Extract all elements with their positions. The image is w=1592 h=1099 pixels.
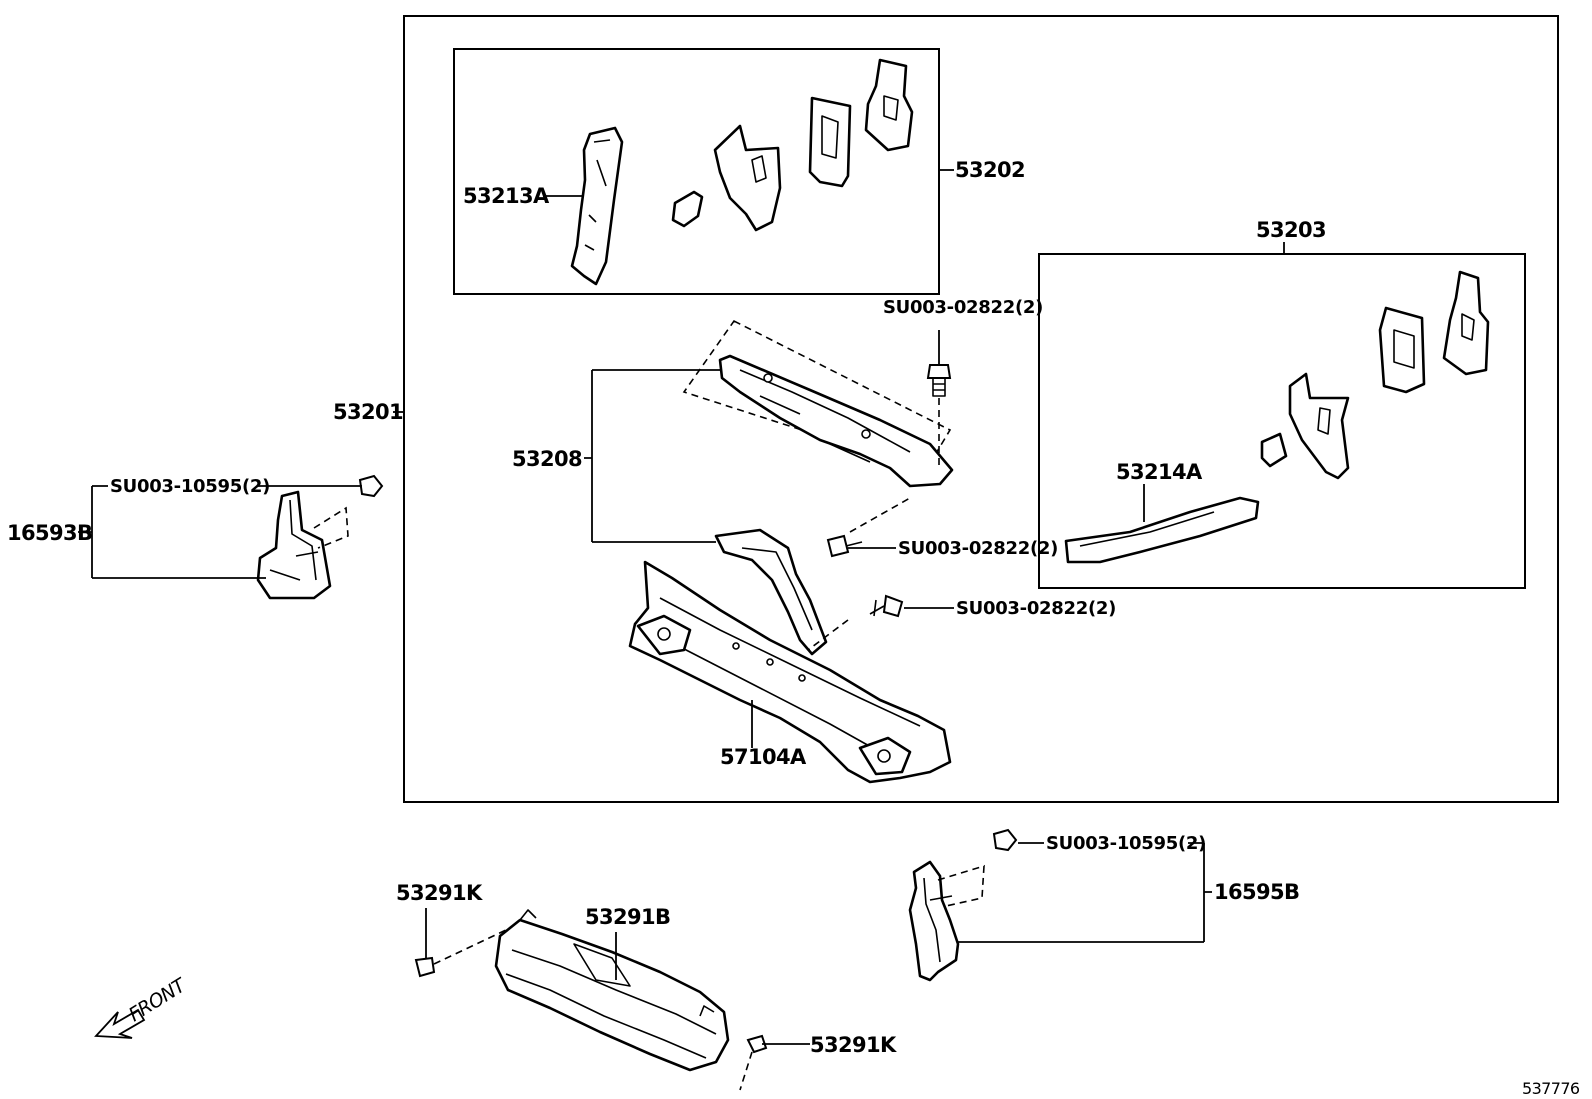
clip-53291K-top [414,956,436,978]
label-16593B: 16593B [7,521,92,545]
clip-53291K-bottom [746,1034,768,1054]
part-53291B-bracket [494,909,730,1072]
bolt-su003-02822-top [926,364,952,397]
clip-su003-10595-right [992,828,1018,852]
dash-16595B [937,864,985,907]
part-16595B-duct [908,860,960,982]
bolt-su003-02822-mid [826,534,863,558]
clip-su003-10595-left [358,474,384,498]
dash-16593B [313,506,349,549]
dash-53291K-top [433,929,507,965]
label-53291K-bottom: 53291K [810,1033,897,1057]
label-su003-10595-right: SU003-10595(2) [1046,833,1206,854]
sub-box-53203 [1038,253,1526,589]
label-57104A: 57104A [720,745,807,769]
part-53202-clip [671,190,704,228]
part-16593B-duct [256,490,332,600]
part-53203-gusset [1442,270,1490,376]
part-53213A-pillar [570,126,624,286]
label-53214A: 53214A [1116,460,1203,484]
label-su003-02822-mid: SU003-02822(2) [898,538,1058,559]
part-53203-bracket [1288,372,1350,480]
leader-53208 [584,369,722,543]
front-arrow-icon [94,1008,146,1039]
part-53202-gusset [864,58,914,152]
dash-57104A-bolt [807,619,849,651]
label-su003-02822-top: SU003-02822(2) [883,297,1043,318]
leader-16595B [958,842,1212,943]
label-53213A: 53213A [463,184,550,208]
label-su003-10595-left: SU003-10595(2) [110,476,270,497]
dash-53291K-bottom [739,1051,753,1091]
bolt-su003-02822-low [869,594,904,618]
part-53203-plate [1378,306,1426,394]
dash-mid-bolt [849,497,911,533]
part-57104A-gusset [714,528,828,656]
label-53291K-top: 53291K [396,881,483,905]
label-front: FRONT [125,974,191,1027]
label-16595B: 16595B [1214,880,1299,904]
part-53202-plate [808,96,852,188]
sub-box-53202 [453,48,940,295]
leader-16593B [78,485,362,579]
part-53214A-rail [1064,496,1260,564]
label-53203: 53203 [1256,218,1326,242]
part-53203-clip [1260,432,1288,468]
part-53208-upper-support [682,319,954,488]
part-53202-bracket [713,124,782,232]
assembly-box-53201 [403,15,1559,803]
part-57104A-crossmember [628,560,952,784]
label-su003-02822-low: SU003-02822(2) [956,598,1116,619]
label-53291B: 53291B [585,905,670,929]
diagram-id: 537776 [1522,1079,1580,1098]
label-53208: 53208 [512,447,582,471]
label-53201: 53201 [333,400,403,424]
label-53202: 53202 [955,158,1025,182]
